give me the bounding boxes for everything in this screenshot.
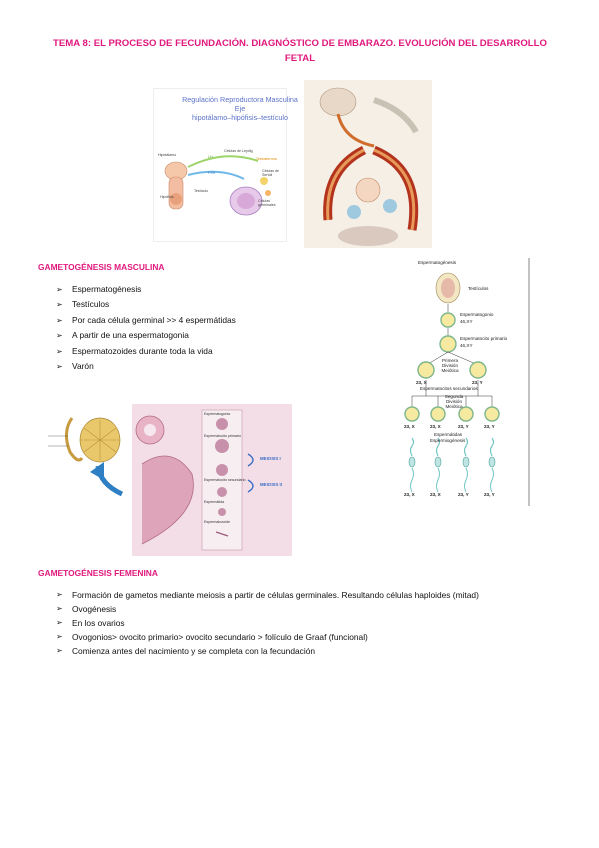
esperm-t-chr-y-2: 23, Y: [484, 424, 495, 429]
list-item-text: Testículos: [72, 299, 110, 310]
section-heading-femenina: GAMETOGÉNESIS FEMENINA: [38, 568, 158, 578]
regulacion-title-line-2: Eje: [234, 104, 246, 113]
histo-label-espermatocito-2: Espermatocito secundario: [204, 478, 246, 482]
regulacion-title-line-1: Regulación Reproductora Masculina: [182, 95, 298, 104]
meiosis-1-label: MEIOSIS I: [260, 456, 281, 461]
bullet-arrow-icon: ➢: [56, 285, 63, 294]
list-item-text: En los ovarios: [72, 618, 125, 628]
bullet-arrow-icon: ➢: [56, 618, 63, 627]
bullet-arrow-icon: ➢: [56, 315, 63, 325]
esperm-testiculos: Testículos: [468, 286, 489, 291]
histo-label-espermatocito-1: Espermatocito primario: [204, 434, 241, 438]
label-hipofisis: Hipófisis: [160, 195, 174, 199]
label-testosterona: Testosterona: [256, 157, 277, 161]
label-lh: LH: [208, 155, 213, 159]
regulacion-figure: Regulación Reproductora Masculina Eje hi…: [153, 88, 298, 242]
section-heading-masculina: GAMETOGÉNESIS MASCULINA: [38, 262, 165, 272]
esperm-segunda-division: Segunda División Meiótica: [444, 394, 464, 409]
esperm-espermatogonio: Espermatogonio: [460, 312, 494, 317]
testis-illustration: [42, 402, 132, 502]
list-item-text: Por cada célula germinal >> 4 espermátid…: [72, 314, 236, 325]
esperm-sec-chr-x: 23, X: [416, 380, 427, 385]
label-sertoli: Células de Sertoli: [262, 169, 279, 177]
label-hipotalamo: Hipotálamo: [158, 153, 177, 157]
esperm-espermatocito-primario: Espermatocito primario: [460, 336, 508, 341]
esperm-title: Espermatogénesis: [418, 260, 457, 265]
list-item-text: Ovogénesis: [72, 604, 117, 614]
list-item: ➢ Por cada célula germinal >> 4 espermáti…: [56, 313, 376, 328]
bullet-arrow-icon: ➢: [56, 346, 63, 356]
esperm-z-chr-y-1: 23, Y: [458, 492, 469, 497]
bullet-arrow-icon: ➢: [56, 590, 63, 599]
esperm-espermatocito-primario-chr: 46,XY: [460, 343, 473, 348]
eje-hormonal-svg: [304, 80, 432, 248]
list-item-text: Varón: [72, 361, 94, 372]
esperm-sec-chr-y: 23, Y: [472, 380, 483, 385]
list-item: ➢ Varón: [56, 359, 376, 374]
list-item: ➢ En los ovarios: [56, 616, 564, 630]
list-item: ➢ Ovogonios> ovocito primario> ovocito se…: [56, 630, 564, 644]
regulacion-title-line-3: hipotálamo–hipófisis–testículo: [192, 113, 288, 122]
label-germinales: Células germinales: [258, 199, 276, 207]
list-item: ➢ Espermatogénesis: [56, 282, 376, 297]
list-item-text: Comienza antes del nacimiento y se compl…: [72, 646, 316, 656]
bullet-arrow-icon: ➢: [56, 646, 63, 655]
list-item: ➢ Ovogénesis: [56, 602, 564, 616]
eje-hormonal-illustration: [304, 80, 432, 248]
list-item-text: Formación de gametos mediante meiosis a …: [72, 590, 479, 600]
label-fsh: FSH: [208, 171, 216, 175]
esperm-t-chr-x-2: 23, X: [430, 424, 441, 429]
list-item: ➢ Espermatozoides durante toda la vida: [56, 344, 376, 359]
esperm-espermatogonio-chr: 46,XY: [460, 319, 473, 324]
label-testiculo: Testículo: [194, 189, 209, 193]
esperm-espermatidas: Espermátidas: [434, 432, 463, 437]
list-item-text: A partir de una espermatogonia: [72, 330, 189, 341]
esperm-espermiogenesis: Espermiogénesis: [430, 438, 466, 443]
list-item: ➢ Testículos: [56, 297, 376, 312]
list-item: ➢ Comienza antes del nacimiento y se comp…: [56, 644, 564, 658]
esperm-espermatocitos-secundarios: Espermatocitos secundarios: [420, 386, 478, 391]
list-item-text: Espermatogénesis: [72, 284, 142, 294]
esperm-primera-division: Primera División Meiótica: [441, 358, 459, 373]
bullet-arrow-icon: ➢: [56, 604, 63, 613]
esperm-t-chr-y-1: 23, Y: [458, 424, 469, 429]
meiosis-2-label: MEIOSIS II: [260, 482, 282, 487]
esperm-z-chr-x-2: 23, X: [430, 492, 441, 497]
espermatogenesis-svg: [404, 258, 530, 506]
esperm-z-chr-x-1: 23, X: [404, 492, 415, 497]
page-title: TEMA 8: EL PROCESO DE FECUNDACIÓN. DIAGN…: [53, 38, 547, 64]
bullet-arrow-icon: ➢: [56, 362, 63, 372]
histology-illustration: Espermatogonia Espermatocito primario Es…: [132, 404, 292, 556]
espermatogenesis-diagram: Espermatogénesis Testículos Espermatogon…: [398, 258, 530, 506]
list-item-text: Espermatozoides durante toda la vida: [72, 345, 213, 356]
femenina-list: ➢ Formación de gametos mediante meiosis a…: [56, 588, 564, 658]
esperm-z-chr-y-2: 23, Y: [484, 492, 495, 497]
esperm-t-chr-x-1: 23, X: [404, 424, 415, 429]
list-item-text: Ovogonios> ovocito primario> ovocito sec…: [72, 632, 368, 642]
histo-label-espermatozoide: Espermatozoide: [204, 520, 230, 524]
bullet-arrow-icon: ➢: [56, 331, 63, 341]
histology-svg: [132, 404, 292, 556]
regulacion-illustration: [164, 155, 271, 216]
histo-label-espermatogonia: Espermatogonia: [204, 412, 231, 416]
label-leydig: Células de Leydig: [224, 149, 253, 153]
list-item: ➢ Formación de gametos mediante meiosis a…: [56, 588, 564, 602]
regulacion-title: Regulación Reproductora Masculina Eje hi…: [160, 95, 320, 122]
testis-svg: [48, 417, 124, 497]
masculina-list: ➢ Espermatogénesis ➢ Testículos ➢ Por cada …: [56, 282, 376, 374]
list-item: ➢ A partir de una espermatogonia: [56, 328, 376, 343]
histo-label-espermatida: Espermátida: [204, 500, 225, 504]
bullet-arrow-icon: ➢: [56, 300, 63, 310]
bullet-arrow-icon: ➢: [56, 632, 63, 641]
